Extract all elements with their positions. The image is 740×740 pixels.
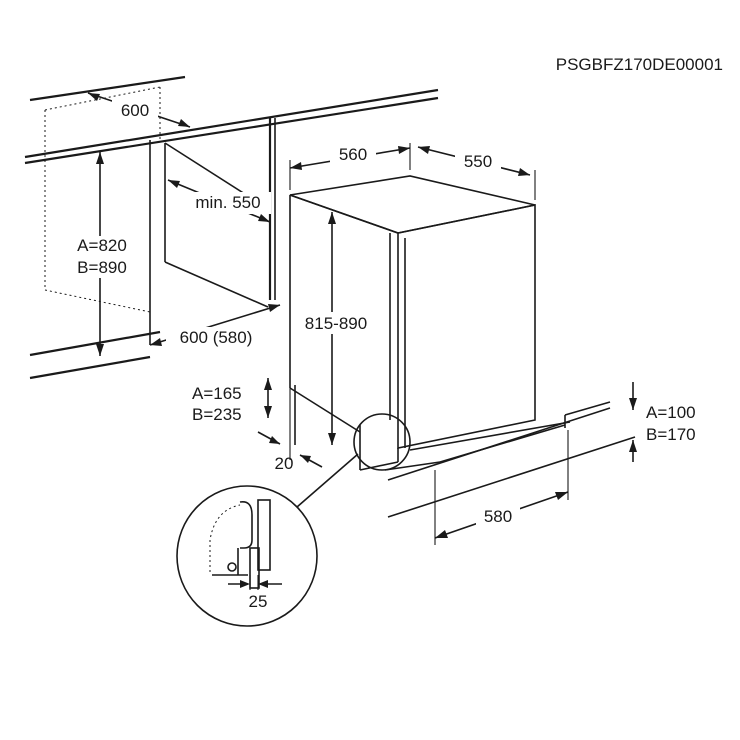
appliance-height-label: 815-890	[305, 314, 367, 333]
dimension-foot-offset: 20	[257, 388, 323, 473]
detail-gap-label: 25	[249, 592, 268, 611]
niche-height-b-label: B=890	[77, 258, 127, 277]
appliance-body	[289, 175, 571, 471]
dimension-appliance-width: 560	[289, 143, 411, 190]
detail-callout: 25	[176, 413, 411, 627]
plinth-a-label: A=165	[192, 384, 242, 403]
dimension-niche-width: 600	[87, 92, 191, 128]
plinth-right-b-label: B=170	[646, 425, 696, 444]
niche-depth-label: min. 550	[195, 193, 260, 212]
dimension-niche-height: A=820 B=890	[68, 152, 134, 356]
niche-height-a-label: A=820	[77, 236, 127, 255]
kitchen-niche	[24, 75, 439, 380]
dimension-appliance-depth: 550	[417, 146, 536, 200]
appliance-width-label: 560	[339, 145, 367, 164]
dimension-plinth-right: A=100 B=170	[384, 382, 696, 518]
plinth-right-a-label: A=100	[646, 403, 696, 422]
plinth-depth-label: 580	[484, 507, 512, 526]
dimension-appliance-height: 815-890	[295, 212, 377, 445]
dimension-plinth-depth: 580	[434, 430, 569, 545]
plinth-b-label: B=235	[192, 405, 242, 424]
appliance-depth-label: 550	[464, 152, 492, 171]
niche-bottom-label: 600 (580)	[180, 328, 253, 347]
foot-offset-label: 20	[275, 454, 294, 473]
dimension-plinth-height: A=165 B=235	[192, 378, 272, 424]
dimension-niche-bottom: 600 (580)	[149, 304, 281, 349]
niche-width-label: 600	[121, 101, 149, 120]
document-code: PSGBFZ170DE00001	[556, 55, 723, 74]
dimension-niche-depth: min. 550	[167, 179, 271, 223]
